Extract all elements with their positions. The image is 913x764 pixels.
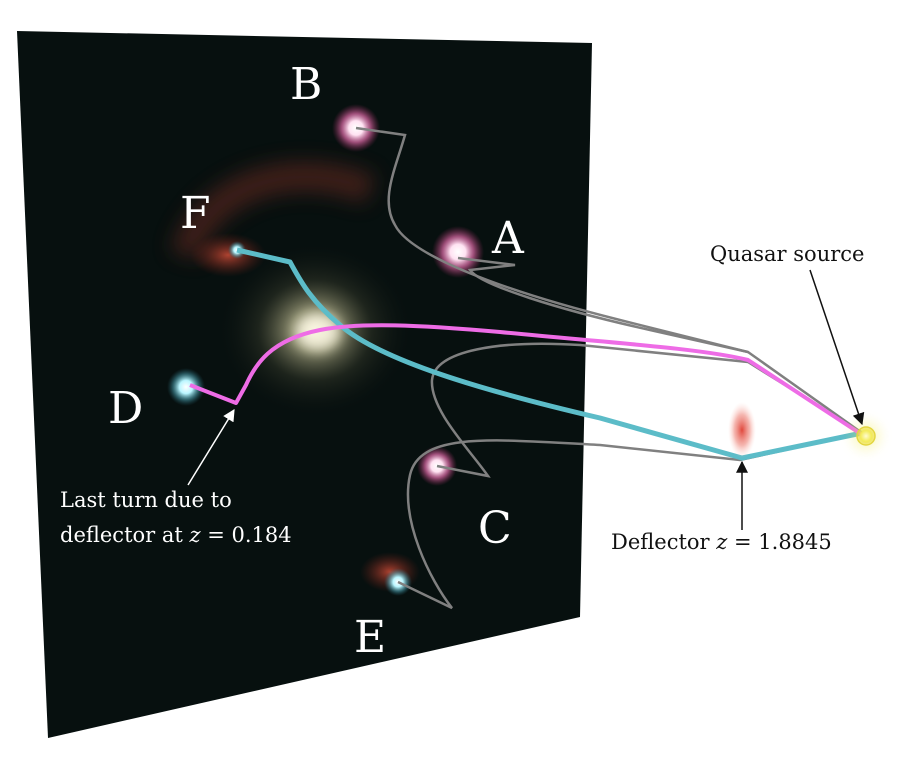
quasar-source-label: Quasar source: [710, 242, 864, 266]
image-label-b: B: [290, 59, 322, 110]
quasar-source-icon: [856, 426, 876, 446]
ray-path-a: [457, 256, 749, 354]
last-turn-arrow: [187, 408, 235, 486]
ray-path-e: [397, 431, 863, 610]
ray-path-b: [355, 126, 866, 437]
image-label-c: C: [478, 503, 512, 554]
deflector-z: z: [715, 530, 728, 554]
deflector-value: = 1.8845: [727, 530, 831, 554]
last-turn-line1: Last turn due to: [60, 488, 232, 512]
red-glow-f: [190, 233, 266, 277]
lensed-arc: [170, 161, 376, 261]
quasar-image-a: [432, 226, 484, 278]
ray-path-d: [189, 323, 866, 438]
deflector-blob: [728, 402, 756, 458]
image-label-e: E: [354, 612, 386, 663]
deflector-label: Deflector z = 1.8845: [611, 530, 832, 554]
last-turn-value: = 0.184: [201, 523, 292, 547]
quasar-image-d: [167, 368, 205, 406]
quasar-source-arrow: [809, 269, 865, 426]
image-label-a: A: [491, 213, 525, 264]
last-turn-line2: deflector at z = 0.184: [60, 523, 292, 547]
ray-path-f: [236, 247, 863, 461]
image-label-d: D: [108, 383, 143, 434]
last-turn-prefix: deflector at: [60, 523, 190, 547]
deflector-prefix: Deflector: [611, 530, 716, 554]
quasar-image-b: [332, 104, 380, 152]
image-label-f: F: [180, 188, 211, 239]
last-turn-z: z: [189, 523, 202, 547]
